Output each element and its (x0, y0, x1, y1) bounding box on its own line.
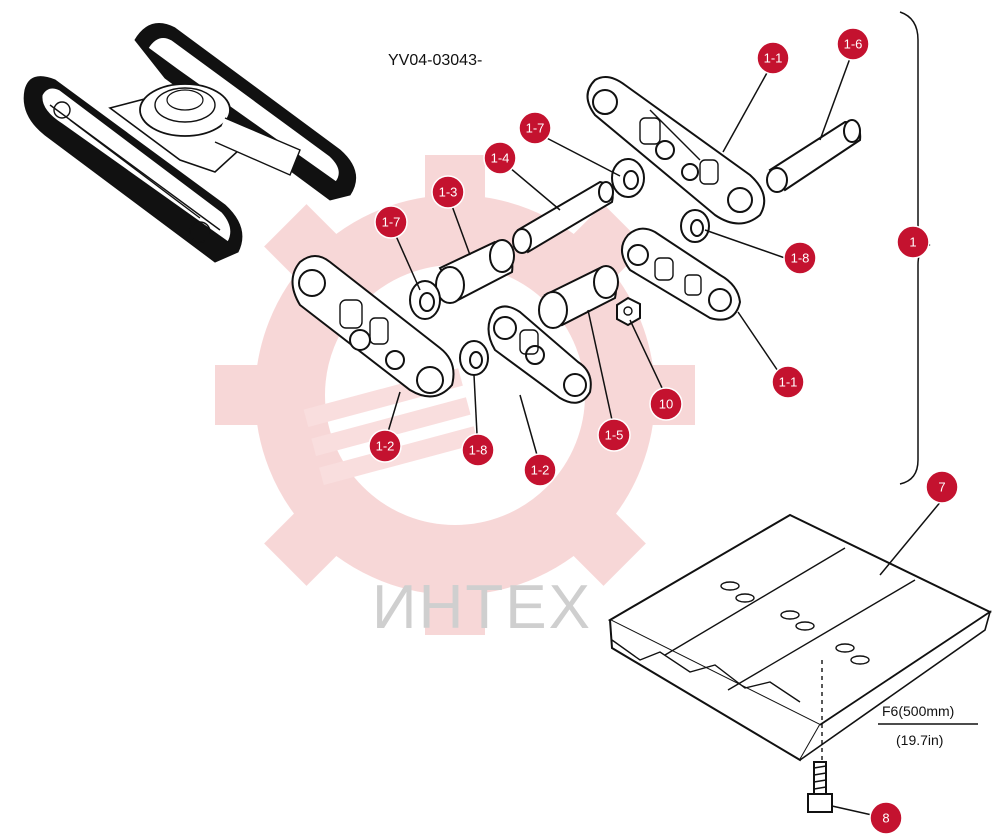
callout-1-2-left[interactable]: 1-2 (368, 429, 402, 463)
svg-text:7: 7 (938, 480, 945, 495)
track-link-1-1-top (586, 75, 766, 225)
callout-1-5[interactable]: 1-5 (597, 418, 631, 452)
undercarriage-drawing (23, 23, 357, 263)
bushing-1-5 (538, 265, 619, 329)
svg-text:1-8: 1-8 (469, 443, 488, 458)
callout-1-6[interactable]: 1-6 (836, 27, 870, 61)
track-link-1-1-bottom (621, 227, 742, 321)
callout-1-4[interactable]: 1-4 (483, 141, 517, 175)
track-pin-1-6 (766, 119, 862, 193)
svg-text:8: 8 (882, 811, 889, 826)
callout-1-7-top[interactable]: 1-7 (518, 111, 552, 145)
track-shoe-7 (607, 513, 993, 762)
nut-10 (616, 296, 641, 327)
svg-text:1-7: 1-7 (526, 121, 545, 136)
bushing-1-3 (435, 239, 515, 304)
callout-8[interactable]: 8 (869, 801, 903, 835)
dimension-imperial: (19.7in) (896, 732, 943, 748)
watermark-text: ИНТЕХ (372, 573, 592, 642)
svg-text:1-6: 1-6 (844, 37, 863, 52)
seal-1-7-left (409, 280, 441, 320)
bushing-1-4 (512, 180, 614, 254)
svg-text:1-5: 1-5 (605, 428, 624, 443)
callout-10[interactable]: 10 (649, 387, 683, 421)
svg-text:1-2: 1-2 (376, 439, 395, 454)
svg-text:1-1: 1-1 (779, 375, 798, 390)
watermark-gear-logo (215, 155, 695, 635)
callout-1-8-bottom[interactable]: 1-8 (461, 433, 495, 467)
seal-1-7-top (611, 158, 645, 198)
callout-1-7-left[interactable]: 1-7 (374, 205, 408, 239)
callout-1[interactable]: 1 (896, 225, 930, 259)
callout-1-3[interactable]: 1-3 (431, 175, 465, 209)
svg-text:1-3: 1-3 (439, 185, 458, 200)
assembly-bracket (899, 11, 931, 485)
callout-1-1-top[interactable]: 1-1 (756, 41, 790, 75)
svg-text:1-1: 1-1 (764, 51, 783, 66)
callout-7[interactable]: 7 (925, 470, 959, 504)
svg-text:10: 10 (659, 397, 673, 412)
track-link-1-2-mid (487, 305, 592, 404)
callout-1-1-bottom[interactable]: 1-1 (771, 365, 805, 399)
svg-text:1-2: 1-2 (531, 463, 550, 478)
bolt-8 (807, 761, 833, 813)
document-code: YV04-03043- (388, 52, 482, 69)
svg-text:1-7: 1-7 (382, 215, 401, 230)
track-link-1-2-left (291, 255, 455, 398)
svg-text:1: 1 (909, 235, 916, 250)
leader-lines (387, 49, 943, 816)
shoe-width-dimension: F6(500mm) (19.7in) (878, 703, 978, 748)
callout-1-8-right[interactable]: 1-8 (783, 241, 817, 275)
seal-1-8-right (680, 209, 710, 243)
svg-text:1-8: 1-8 (791, 251, 810, 266)
svg-text:1-4: 1-4 (491, 151, 510, 166)
dimension-metric: F6(500mm) (882, 703, 954, 719)
callout-1-2-mid[interactable]: 1-2 (523, 453, 557, 487)
seal-1-8-bottom (459, 340, 489, 376)
